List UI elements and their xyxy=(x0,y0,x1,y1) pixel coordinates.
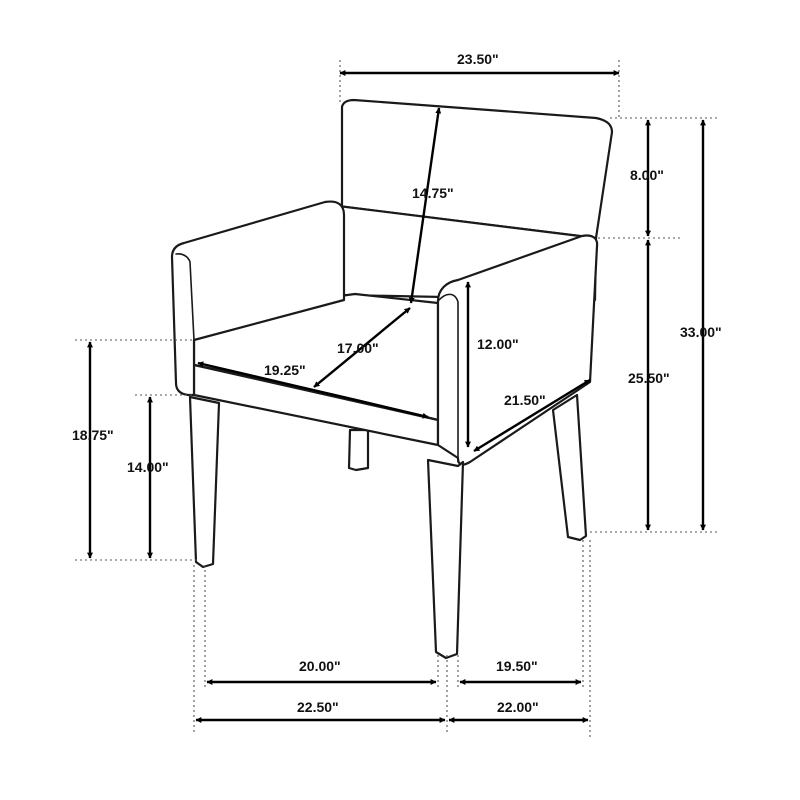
chair-illustration xyxy=(170,98,614,660)
label-floor-to-seat-front: 14.00" xyxy=(127,459,169,475)
front-left-leg xyxy=(188,395,221,569)
label-top-to-arm: 8.00" xyxy=(630,167,664,183)
label-leg-span-side-inner: 19.50" xyxy=(496,658,538,674)
label-seat-depth: 17.00" xyxy=(337,340,379,356)
rear-left-leg xyxy=(347,428,370,472)
extension-lines xyxy=(75,60,720,740)
label-arm-depth: 21.50" xyxy=(504,392,546,408)
label-overall-width: 23.50" xyxy=(457,51,499,67)
label-floor-to-seat-side: 18.75" xyxy=(72,427,114,443)
label-back-height: 14.75" xyxy=(412,185,454,201)
label-seat-width: 19.25" xyxy=(264,362,306,378)
label-arm-above-seat: 12.00" xyxy=(477,336,519,352)
front-right-leg xyxy=(426,458,465,660)
label-leg-span-side-outer: 22.00" xyxy=(497,699,539,715)
left-arm xyxy=(170,200,346,397)
rear-right-leg xyxy=(551,393,588,542)
label-leg-span-front-outer: 22.50" xyxy=(297,699,339,715)
label-overall-height: 33.00" xyxy=(680,324,722,340)
dim-arrow-back-height xyxy=(408,107,442,304)
label-arm-height: 25.50" xyxy=(628,370,670,386)
dim-arrow-seat-width xyxy=(197,361,429,419)
dimension-arrows xyxy=(87,70,706,723)
label-leg-span-front-inner: 20.00" xyxy=(299,658,341,674)
dimension-labels: 23.50" 14.75" 8.00" 33.00" 25.50" 12.00"… xyxy=(72,51,722,715)
left-arm-front-edge xyxy=(175,253,195,341)
dim-arrow-arm-depth xyxy=(473,378,591,453)
